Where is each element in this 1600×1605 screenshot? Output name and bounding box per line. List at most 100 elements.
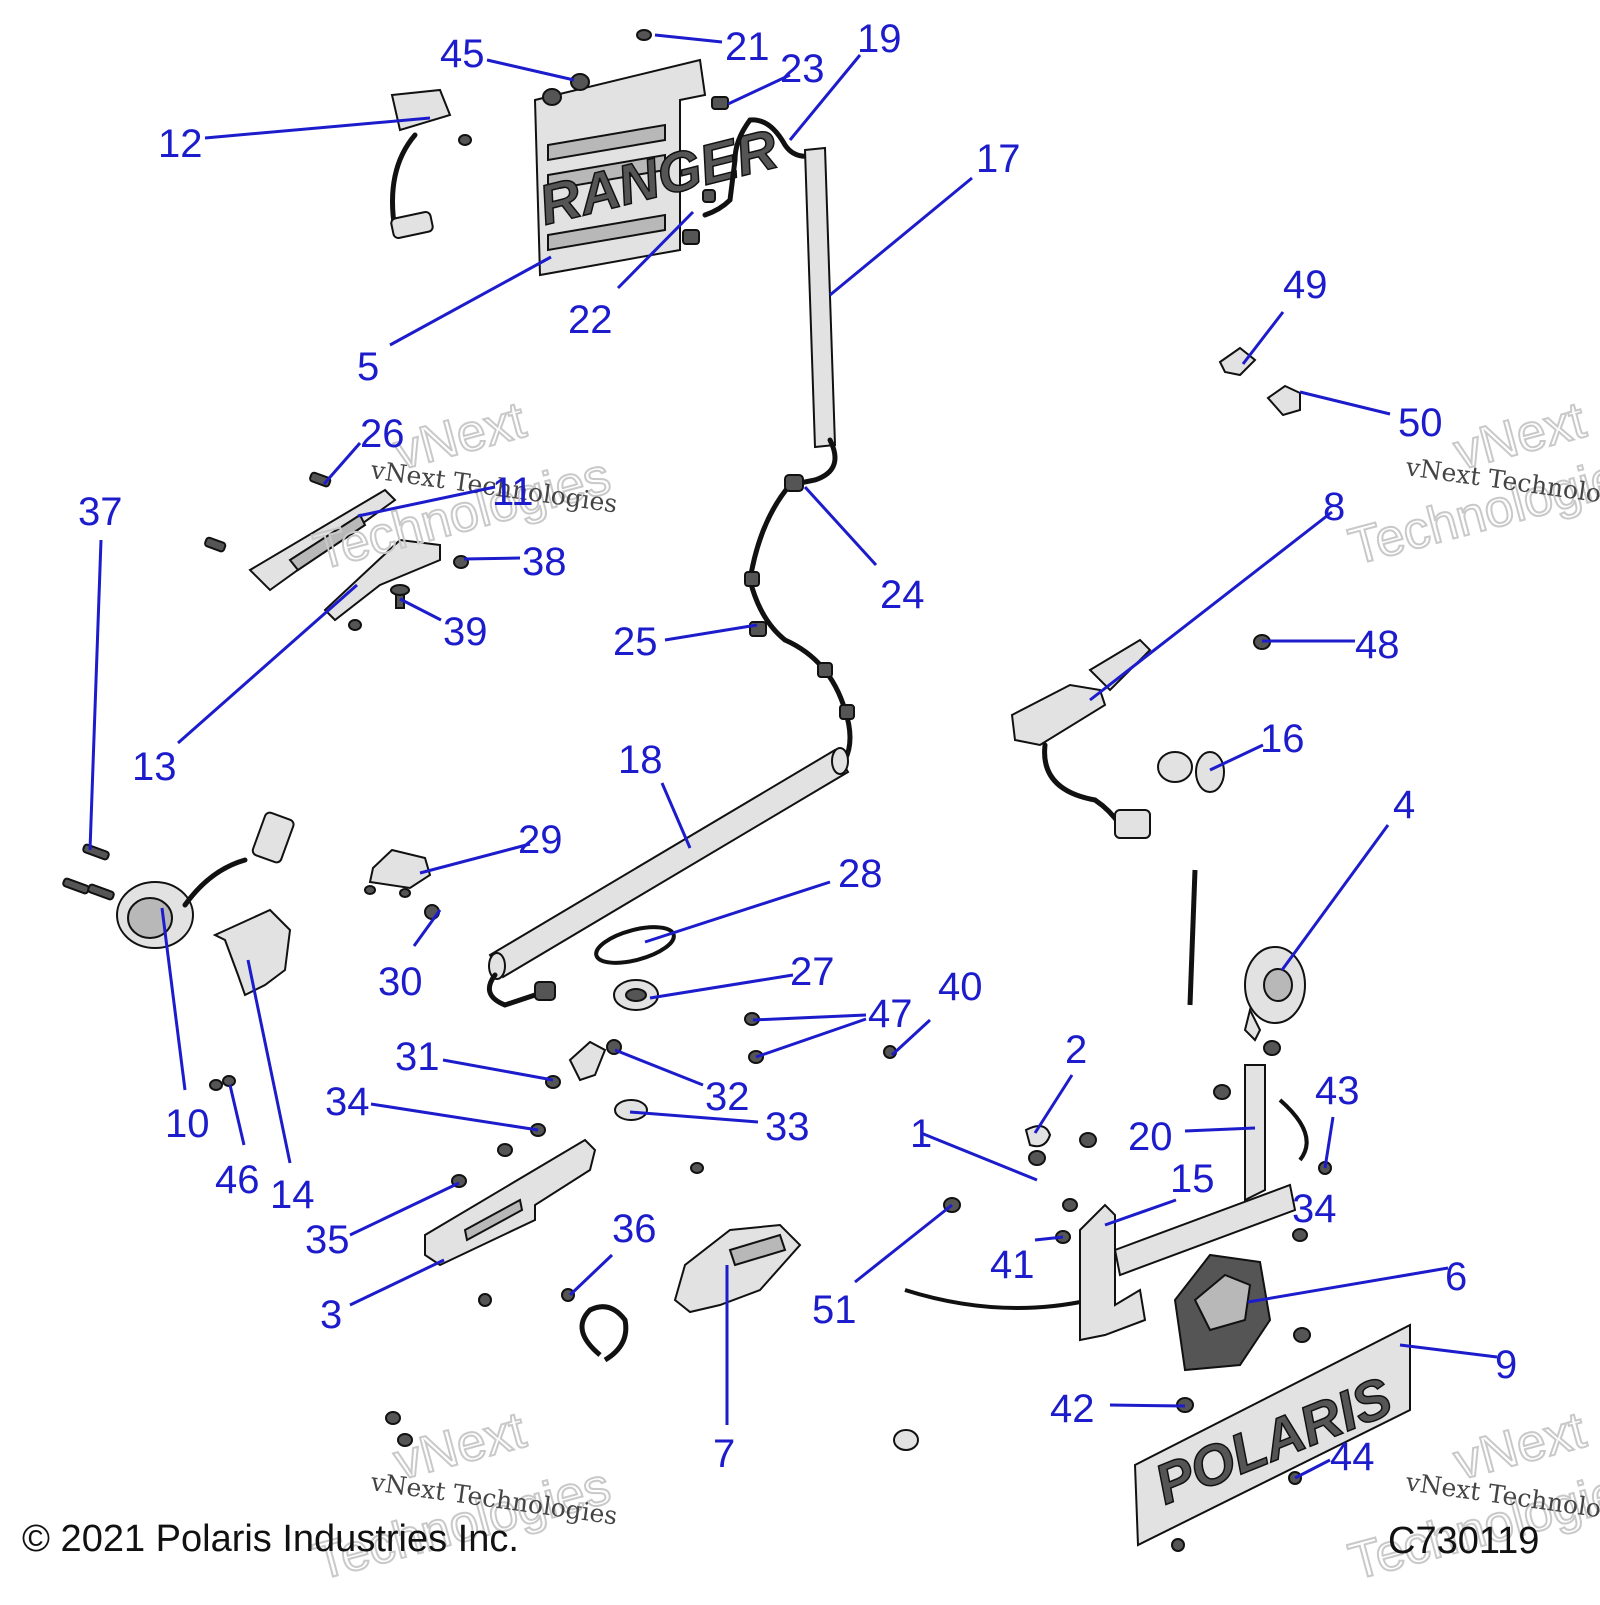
callout-22: 22: [568, 298, 613, 342]
callout-16: 16: [1260, 717, 1305, 761]
callout-33: 33: [765, 1105, 810, 1149]
callout-46: 46: [215, 1158, 260, 1202]
part-30-hardware: [364, 885, 440, 920]
bolts-bottom-left: [385, 1411, 413, 1447]
callout-13: 13: [132, 745, 177, 789]
callout-6: 6: [1445, 1255, 1467, 1299]
nut-9: [1171, 1538, 1185, 1552]
copyright-notice: © 2021 Polaris Industries Inc.: [22, 1518, 519, 1560]
part-2-clip: [1024, 1125, 1052, 1148]
part-20-bracket: [1113, 1064, 1297, 1277]
part-4-horn: [1243, 946, 1306, 1042]
callout-8: 8: [1323, 485, 1345, 529]
callout-14: 14: [270, 1173, 315, 1217]
watermark-right: vNext Technologies vNext Technologies: [1342, 390, 1600, 578]
callout-11: 11: [492, 470, 534, 514]
part-29-bracket: [368, 848, 432, 890]
watermark-top: vNext Technologies vNext Technologies: [307, 390, 619, 583]
bolt-left: [204, 536, 227, 553]
callout-35: 35: [305, 1218, 350, 1262]
part-31-32-clamp: [545, 1039, 622, 1089]
part-21-screw: [636, 29, 652, 41]
rod: [1187, 869, 1198, 1006]
callout-21: 21: [725, 25, 770, 69]
part-15-plate: [1079, 1203, 1147, 1342]
part-27-grommet: [613, 979, 659, 1011]
ring-nut: [893, 1429, 919, 1451]
callout-42: 42: [1050, 1387, 1095, 1431]
callout-32: 32: [705, 1075, 750, 1119]
callout-18: 18: [618, 738, 663, 782]
callout-4: 4: [1393, 783, 1415, 827]
part-1-bolt: [1028, 1150, 1046, 1166]
callout-12: 12: [158, 122, 203, 166]
part-39-screw: [390, 584, 410, 609]
callout-numbers: 1 2 3 4 5 6 7 8 9 10 11 12 13 14 15 16 1…: [78, 17, 1517, 1479]
callout-10: 10: [165, 1102, 210, 1146]
callout-43: 43: [1315, 1069, 1360, 1113]
nut-13: [348, 619, 362, 631]
callout-19: 19: [857, 17, 902, 61]
callout-20: 20: [1128, 1115, 1173, 1159]
part-10-lamp: [116, 811, 295, 949]
part-16-cap: [1157, 751, 1225, 793]
bolt-20: [1263, 1040, 1281, 1056]
watermark-bottom: vNext Technologies vNext Technologies: [307, 1400, 619, 1593]
callout-29: 29: [518, 818, 563, 862]
loop-strap: [579, 1304, 629, 1363]
screw-7a: [690, 1162, 704, 1174]
part-17-tube: [787, 146, 838, 488]
callout-9: 9: [1495, 1343, 1517, 1387]
bolt-6: [1293, 1327, 1311, 1343]
screw-3: [497, 1143, 513, 1157]
part-46-nuts: [209, 1075, 236, 1091]
callout-23: 23: [780, 47, 825, 91]
callout-41: 41: [990, 1243, 1035, 1287]
callout-15: 15: [1170, 1157, 1215, 1201]
callout-7: 7: [713, 1432, 735, 1476]
callout-27: 27: [790, 950, 835, 994]
callout-44: 44: [1330, 1435, 1375, 1479]
callout-leaders: [88, 33, 1498, 1480]
callout-34b: 34: [1292, 1187, 1337, 1231]
diagram-reference-code: C730119: [1388, 1520, 1540, 1562]
callout-37: 37: [78, 490, 123, 534]
part-6-module: [1173, 1253, 1272, 1372]
callout-28: 28: [838, 852, 883, 896]
callout-24: 24: [880, 573, 925, 617]
callout-45: 45: [440, 32, 485, 76]
part-50-clip: [1266, 384, 1301, 417]
part-18-tube: [486, 747, 850, 1008]
part-7-connector: [673, 1223, 802, 1314]
callout-38: 38: [522, 540, 567, 584]
callout-17: 17: [976, 137, 1021, 181]
part-45-grommets: [542, 73, 590, 106]
callout-3: 3: [320, 1293, 342, 1337]
part-36-screw: [561, 1288, 575, 1302]
part-14-bracket: [212, 908, 292, 997]
part-24-25-wire: [744, 474, 855, 768]
callout-34: 34: [325, 1080, 370, 1124]
part-37-bolts: [62, 843, 115, 901]
part-28-strap: [594, 925, 676, 965]
part-49-clip: [1218, 346, 1257, 377]
main-harness: [904, 1098, 1309, 1310]
callout-2: 2: [1065, 1028, 1087, 1072]
callout-39: 39: [443, 610, 488, 654]
part-34b-screw: [1292, 1228, 1308, 1242]
callout-50: 50: [1398, 401, 1443, 445]
callout-48: 48: [1355, 623, 1400, 667]
callout-26: 26: [360, 412, 405, 456]
part-3-bracket: [424, 1138, 597, 1267]
callout-30: 30: [378, 960, 423, 1004]
callout-25: 25: [613, 620, 658, 664]
nut-3: [478, 1293, 492, 1307]
callout-49: 49: [1283, 263, 1328, 307]
bolt-15a: [1079, 1132, 1097, 1148]
callout-5: 5: [357, 345, 379, 389]
part-5-plate-bracket: RANGER: [532, 58, 785, 277]
callout-31: 31: [395, 1035, 440, 1079]
callout-1: 1: [910, 1112, 932, 1156]
